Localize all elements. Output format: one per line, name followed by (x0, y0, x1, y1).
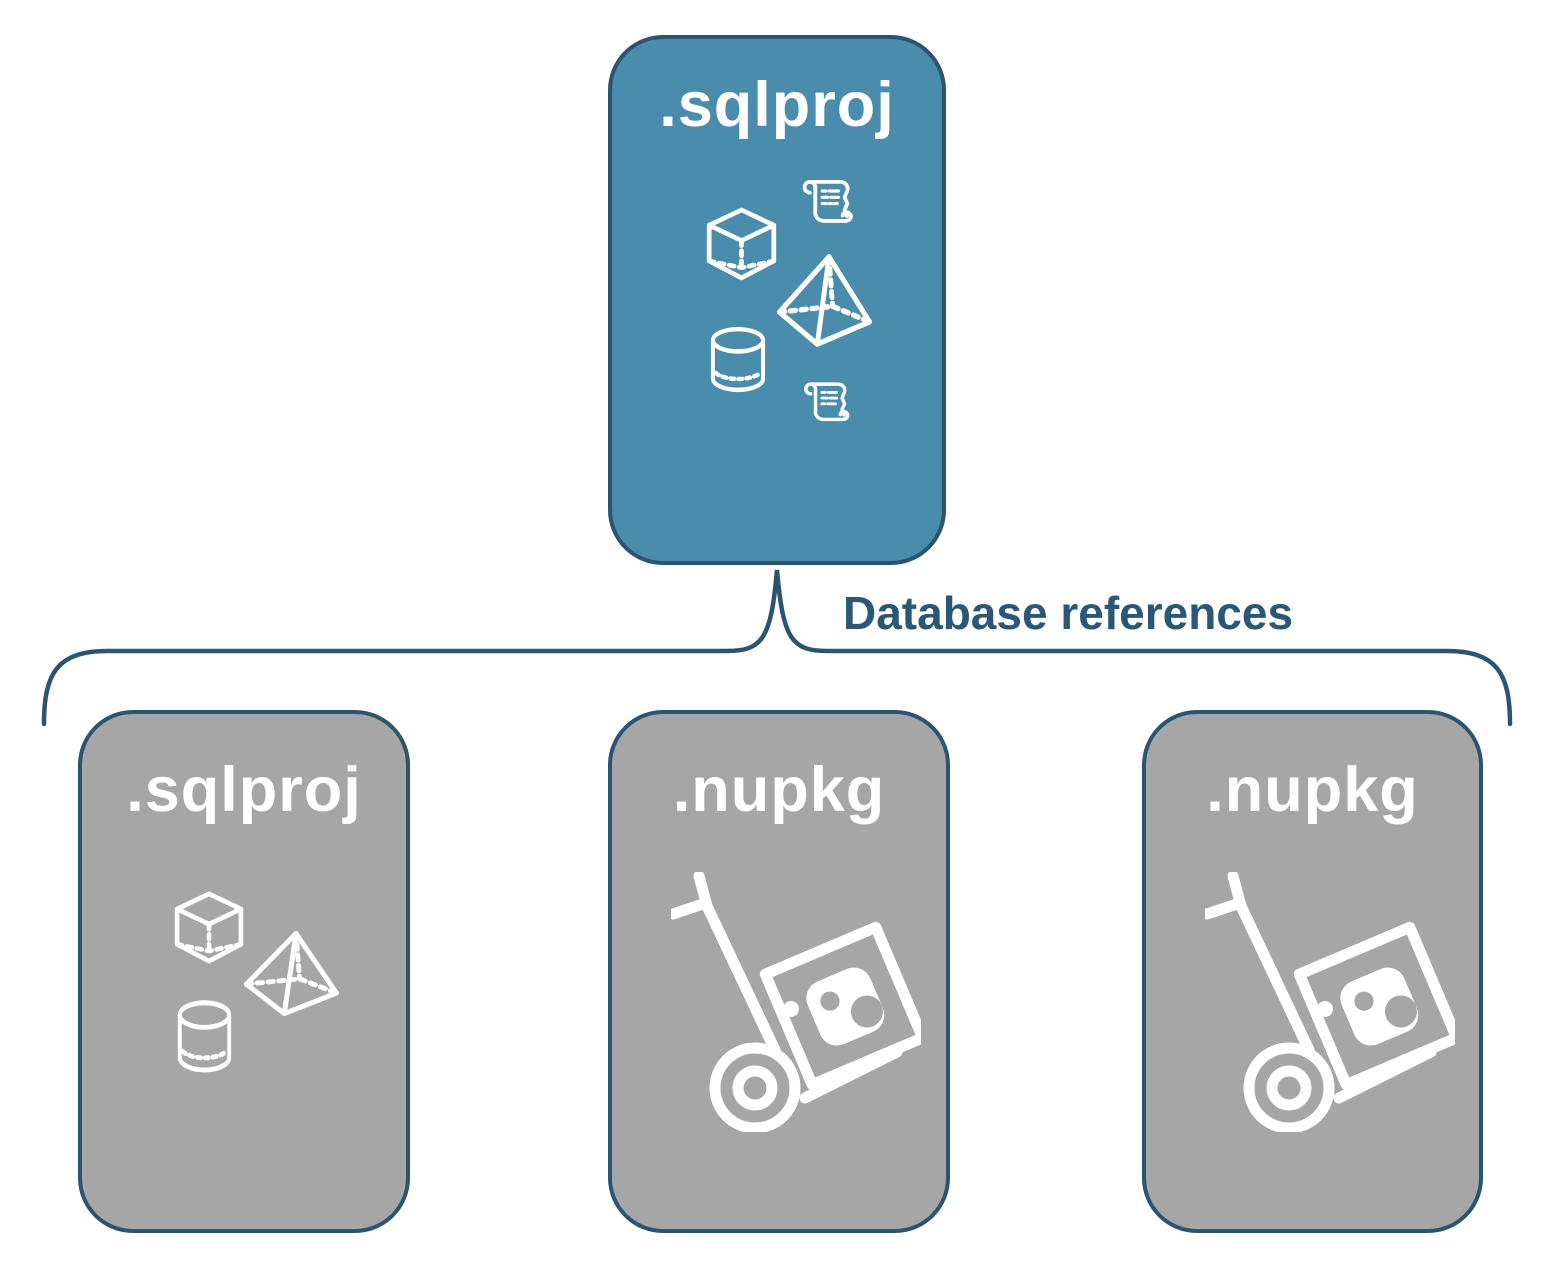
child-sqlproj-box: .sqlproj (78, 710, 410, 1233)
child-nupkg-box: .nupkg (608, 710, 950, 1233)
package-dolly-icon (1205, 872, 1455, 1132)
child-box-title: .sqlproj (126, 755, 362, 825)
connector-label: Database references (843, 587, 1294, 639)
package-dolly-icon (671, 872, 921, 1132)
cube-icon (167, 888, 251, 972)
cylinder-icon (172, 997, 237, 1079)
child-nupkg-box: .nupkg (1142, 710, 1483, 1233)
root-box-title: .sqlproj (659, 70, 895, 140)
root-sqlproj-box: .sqlproj (608, 35, 946, 565)
child-box-title: .nupkg (1206, 755, 1419, 825)
pyramid-icon (242, 929, 341, 1018)
child-box-title: .nupkg (672, 755, 886, 825)
